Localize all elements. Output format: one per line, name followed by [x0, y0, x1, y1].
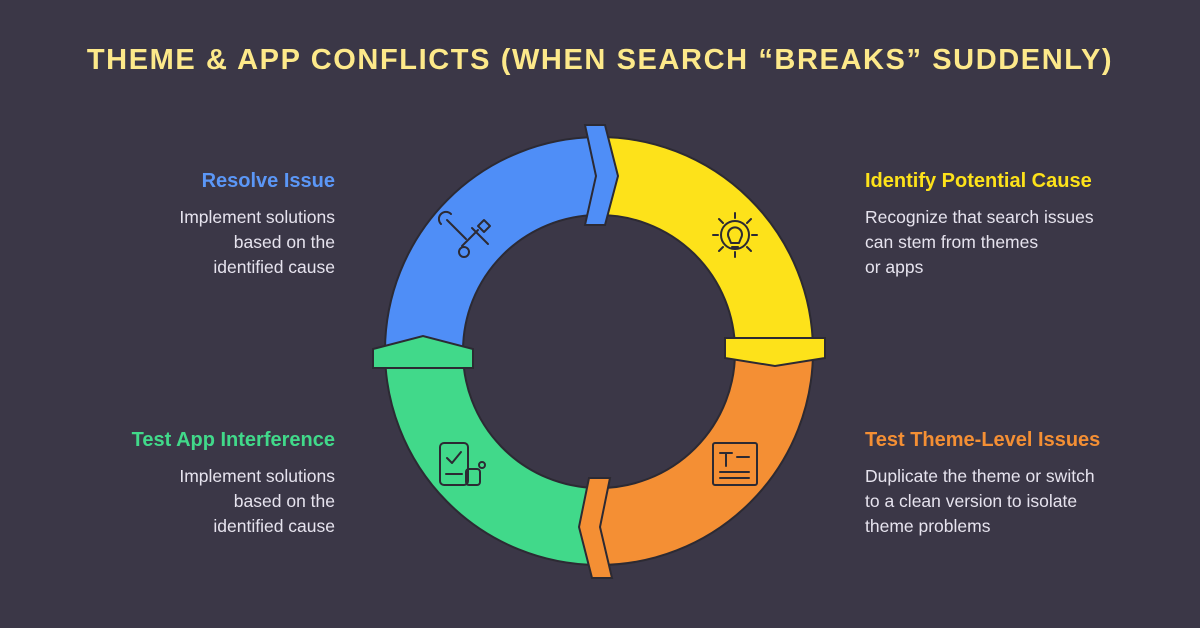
segment-identify	[596, 135, 815, 351]
step-identify: Identify Potential Cause Recognize that …	[865, 170, 1155, 280]
step-theme-heading: Test Theme-Level Issues	[865, 429, 1101, 451]
segment-app	[383, 349, 598, 567]
page-title: THEME & APP CONFLICTS (WHEN SEARCH “BREA…	[86, 44, 1114, 76]
step-identify-heading: Identify Potential Cause	[865, 170, 1092, 192]
gear-lightbulb-icon	[712, 212, 758, 258]
chevron-top	[583, 124, 620, 226]
checklist-device-icon	[439, 442, 486, 486]
step-app: Test App Interference Implement solution…	[45, 429, 335, 539]
step-app-heading: Test App Interference	[131, 429, 335, 451]
segment-theme	[596, 349, 815, 567]
step-theme: Test Theme-Level Issues Duplicate the th…	[865, 429, 1155, 539]
step-resolve-heading: Resolve Issue	[201, 170, 335, 192]
wrench-tools-icon	[437, 210, 491, 258]
segment-resolve	[383, 135, 598, 351]
text-document-icon	[712, 442, 758, 486]
chevron-bottom	[577, 477, 614, 579]
chevron-left	[372, 334, 474, 369]
chevron-right	[724, 337, 826, 368]
